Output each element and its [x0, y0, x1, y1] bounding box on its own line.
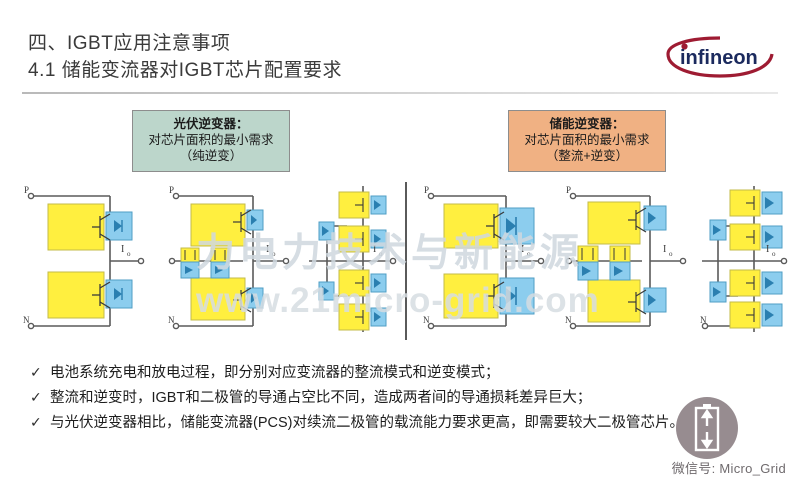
callout-storage-caption: 储能逆变器： [549, 117, 625, 131]
bullet-text-3: 与光伏逆变器相比，储能变流器(PCS)对续流二极管的载流能力要求更高，即需要较大… [50, 415, 684, 431]
bullet-text-2: 整流和逆变时，IGBT和二极管的导通占空比不同，造成两者间的导通损耗差异巨大； [50, 390, 592, 406]
svg-text:N: N [700, 315, 707, 325]
circuit-pv-3level-npc: I o [307, 182, 402, 340]
svg-text:N: N [423, 315, 430, 325]
svg-text:o: o [127, 250, 131, 258]
circuit-ess-2level: P N I o [422, 182, 552, 340]
circuit-diagram-area: P N I o [12, 182, 788, 340]
svg-text:P: P [24, 185, 29, 195]
svg-text:I: I [266, 244, 269, 255]
check-icon: ✓ [30, 389, 42, 405]
callout-pv-line3: （纯逆变） [179, 149, 243, 163]
callout-pv-caption: 光伏逆变器： [173, 117, 249, 131]
svg-text:N: N [23, 315, 30, 325]
callout-pv-line2: 对芯片面积的最小需求 [148, 133, 274, 147]
title-line-2: 4.1 储能变流器对IGBT芯片配置要求 [28, 60, 343, 81]
svg-text:I: I [663, 244, 666, 255]
callout-storage-line2: 对芯片面积的最小需求 [524, 133, 650, 147]
svg-text:P: P [566, 185, 571, 195]
circuit-ess-3level-ttype: P N I o [564, 182, 694, 340]
bullet-item-2: ✓ 整流和逆变时，IGBT和二极管的导通占空比不同，造成两者间的导通损耗差异巨大； [30, 385, 690, 410]
title-divider-rule [22, 92, 778, 94]
svg-text:I: I [373, 244, 376, 255]
svg-text:o: o [527, 250, 531, 258]
infineon-logo: infineon [664, 34, 776, 80]
circuit-pv-3level-ttype: P N I o [167, 182, 297, 340]
bullet-list: ✓ 电池系统充电和放电过程，即分别对应变流器的整流模式和逆变模式； ✓ 整流和逆变时… [30, 360, 690, 435]
bullet-text-1: 电池系统充电和放电过程，即分别对应变流器的整流模式和逆变模式； [50, 365, 500, 381]
page-title: 四、IGBT应用注意事项 4.1 储能变流器对IGBT芯片配置要求 [28, 30, 628, 84]
svg-text:I: I [521, 244, 524, 255]
bullet-item-3: ✓ 与光伏逆变器相比，储能变流器(PCS)对续流二极管的载流能力要求更高，即需要较… [30, 410, 690, 435]
svg-text:I: I [121, 244, 124, 255]
svg-text:N: N [565, 315, 572, 325]
svg-text:P: P [424, 185, 429, 195]
group-divider [405, 182, 407, 340]
svg-text:o: o [379, 250, 383, 258]
bullet-item-1: ✓ 电池系统充电和放电过程，即分别对应变流器的整流模式和逆变模式； [30, 360, 690, 385]
check-icon: ✓ [30, 414, 42, 430]
svg-text:o: o [669, 250, 673, 258]
svg-text:infineon: infineon [680, 47, 758, 69]
svg-text:o: o [772, 250, 776, 258]
callout-pv-inverter: 光伏逆变器： 对芯片面积的最小需求 （纯逆变） [132, 110, 290, 172]
battery-bidirectional-icon [694, 404, 720, 452]
check-icon: ✓ [30, 364, 42, 380]
badge-label: 微信号: Micro_Grid [671, 461, 786, 476]
circuit-ess-3level-npc: N I o [700, 182, 790, 340]
wechat-badge: 微信号: Micro_Grid [610, 395, 790, 487]
title-line-1: 四、IGBT应用注意事项 [28, 33, 231, 54]
svg-text:o: o [272, 250, 276, 258]
circuit-pv-2level: P N I o [22, 182, 152, 340]
svg-text:N: N [168, 315, 175, 325]
infineon-logo-icon: infineon [666, 36, 774, 78]
svg-text:I: I [766, 244, 769, 255]
callout-storage-line3: （整流+逆变） [545, 149, 629, 163]
svg-text:P: P [169, 185, 174, 195]
callout-storage-inverter: 储能逆变器： 对芯片面积的最小需求 （整流+逆变） [508, 110, 666, 172]
